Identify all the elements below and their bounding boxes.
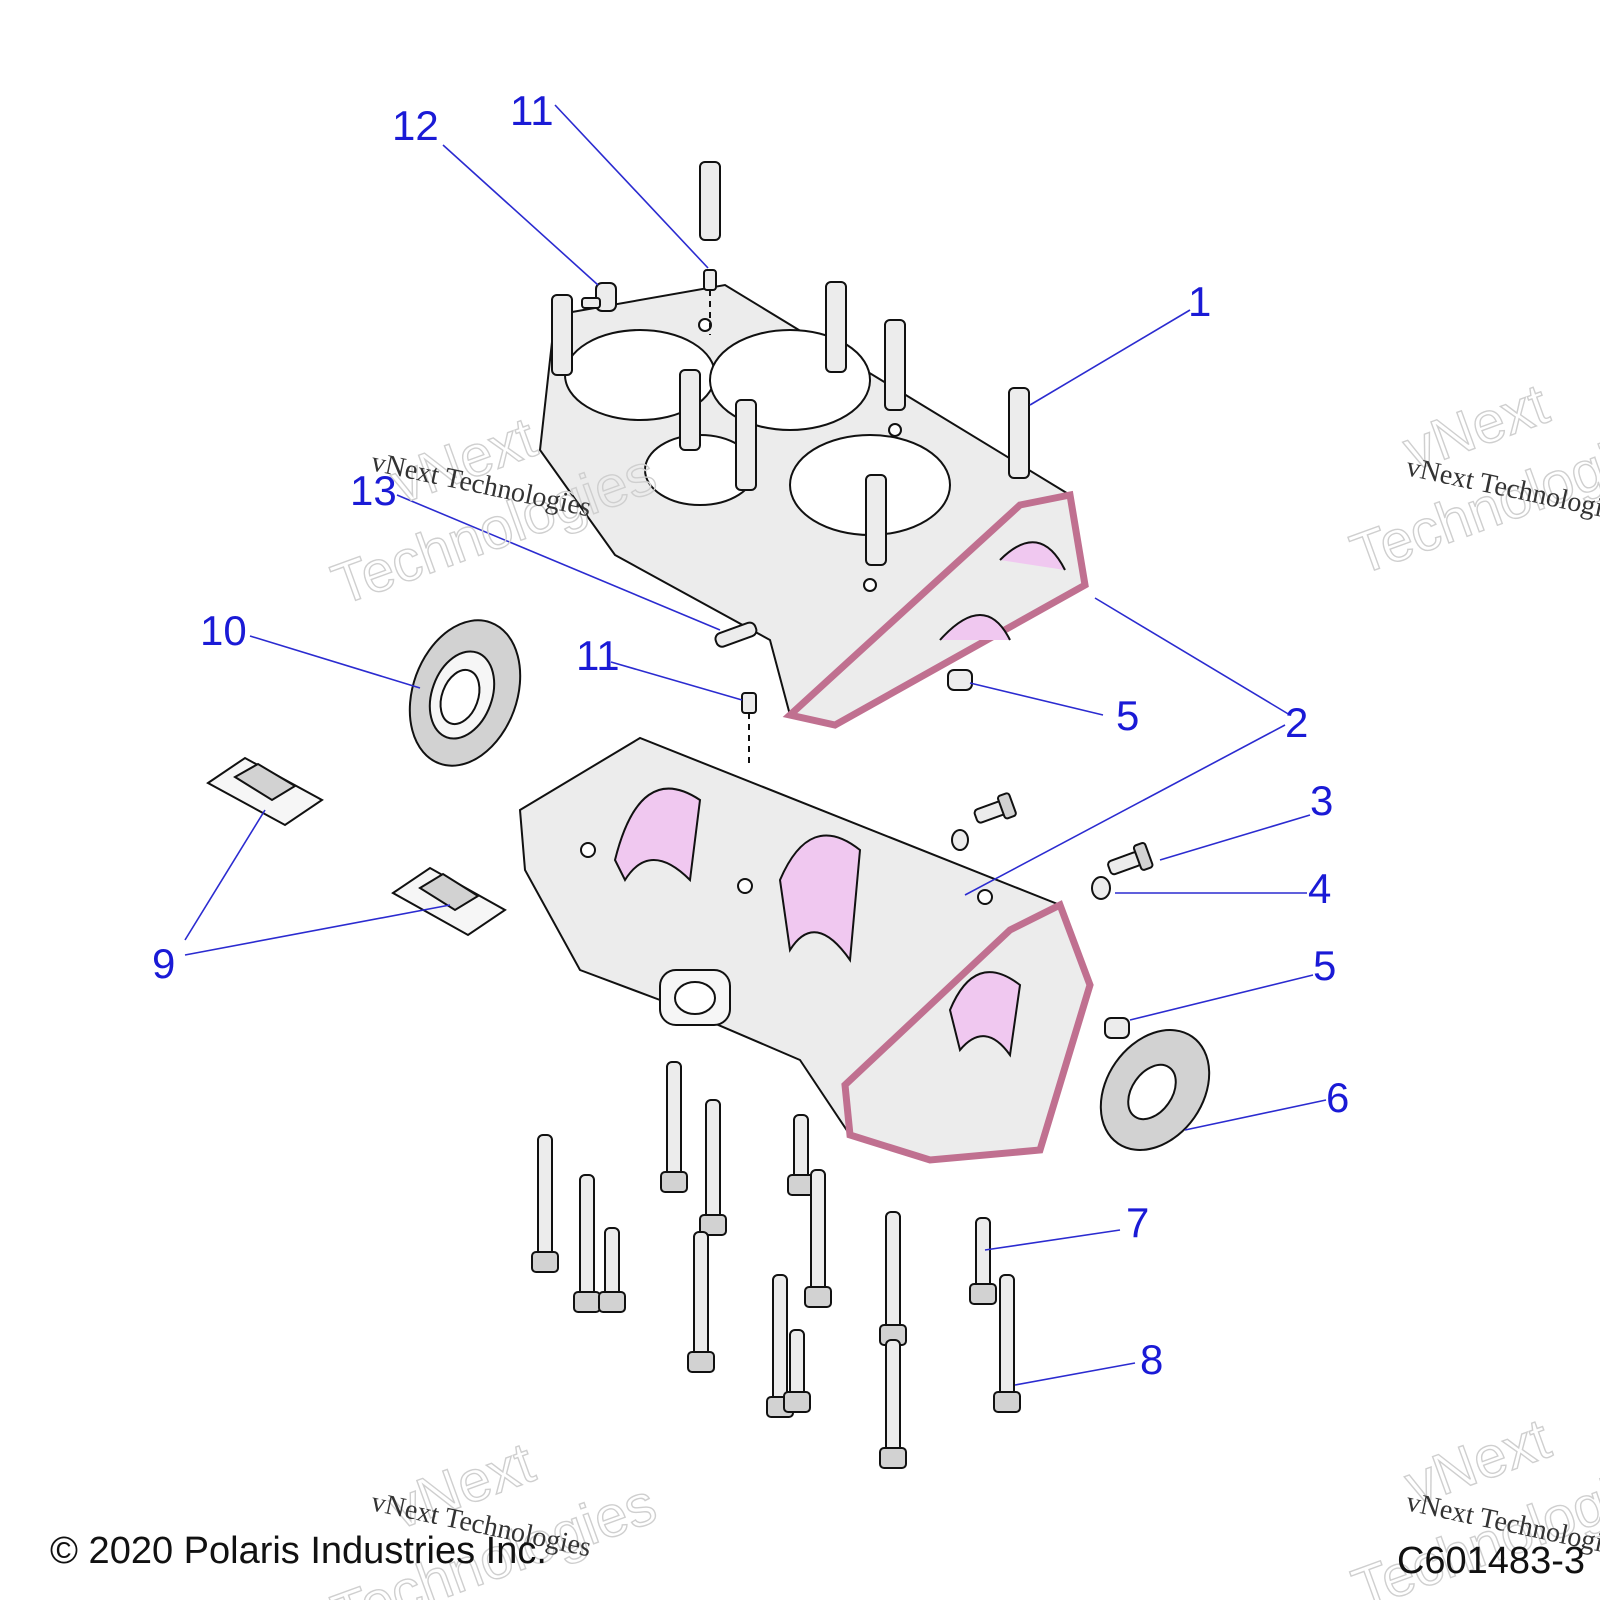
upper-crankcase xyxy=(538,283,1089,729)
reed-plate-lower xyxy=(391,866,507,937)
callout-13: 13 xyxy=(350,467,397,514)
copyright-text: © 2020 Polaris Industries Inc. xyxy=(50,1530,547,1572)
callout-5-lower: 5 xyxy=(1313,942,1336,989)
small-bolt-mid xyxy=(973,792,1017,824)
callout-6: 6 xyxy=(1326,1074,1349,1121)
callout-8: 8 xyxy=(1140,1336,1163,1383)
sealing-washer xyxy=(1091,876,1111,900)
callout-11-mid: 11 xyxy=(576,632,620,679)
callout-5-upper: 5 xyxy=(1116,692,1139,739)
flange-bolt xyxy=(1107,842,1154,876)
bushing-lower xyxy=(1104,1017,1130,1039)
callout-1: 1 xyxy=(1188,278,1211,325)
lower-crankcase xyxy=(518,736,1094,1164)
seal-left xyxy=(408,619,522,767)
elbow-fitting xyxy=(581,282,617,312)
crankcase-bolts xyxy=(531,1061,1021,1469)
reed-plate-upper xyxy=(206,756,324,827)
leader-lines xyxy=(184,104,1327,1386)
callout-2: 2 xyxy=(1285,699,1308,746)
callout-labels: 1 2 3 4 5 5 6 7 8 9 10 11 11 12 13 xyxy=(152,87,1349,1383)
dowel-pin-lower xyxy=(741,692,757,714)
locating-pin xyxy=(714,621,758,648)
callout-9: 9 xyxy=(152,940,175,987)
upper-studs xyxy=(551,161,1030,566)
diagram-code: C601483-3 xyxy=(1397,1540,1585,1582)
bushing-upper xyxy=(947,669,973,691)
callout-4: 4 xyxy=(1308,865,1331,912)
callout-10: 10 xyxy=(200,607,247,654)
callout-12: 12 xyxy=(392,102,439,149)
dowel-pin-upper xyxy=(703,269,717,291)
callout-11-top: 11 xyxy=(510,87,554,134)
callout-3: 3 xyxy=(1310,777,1333,824)
callout-7: 7 xyxy=(1126,1199,1149,1246)
seal-right xyxy=(1099,1029,1211,1151)
washer-mid xyxy=(951,829,969,851)
